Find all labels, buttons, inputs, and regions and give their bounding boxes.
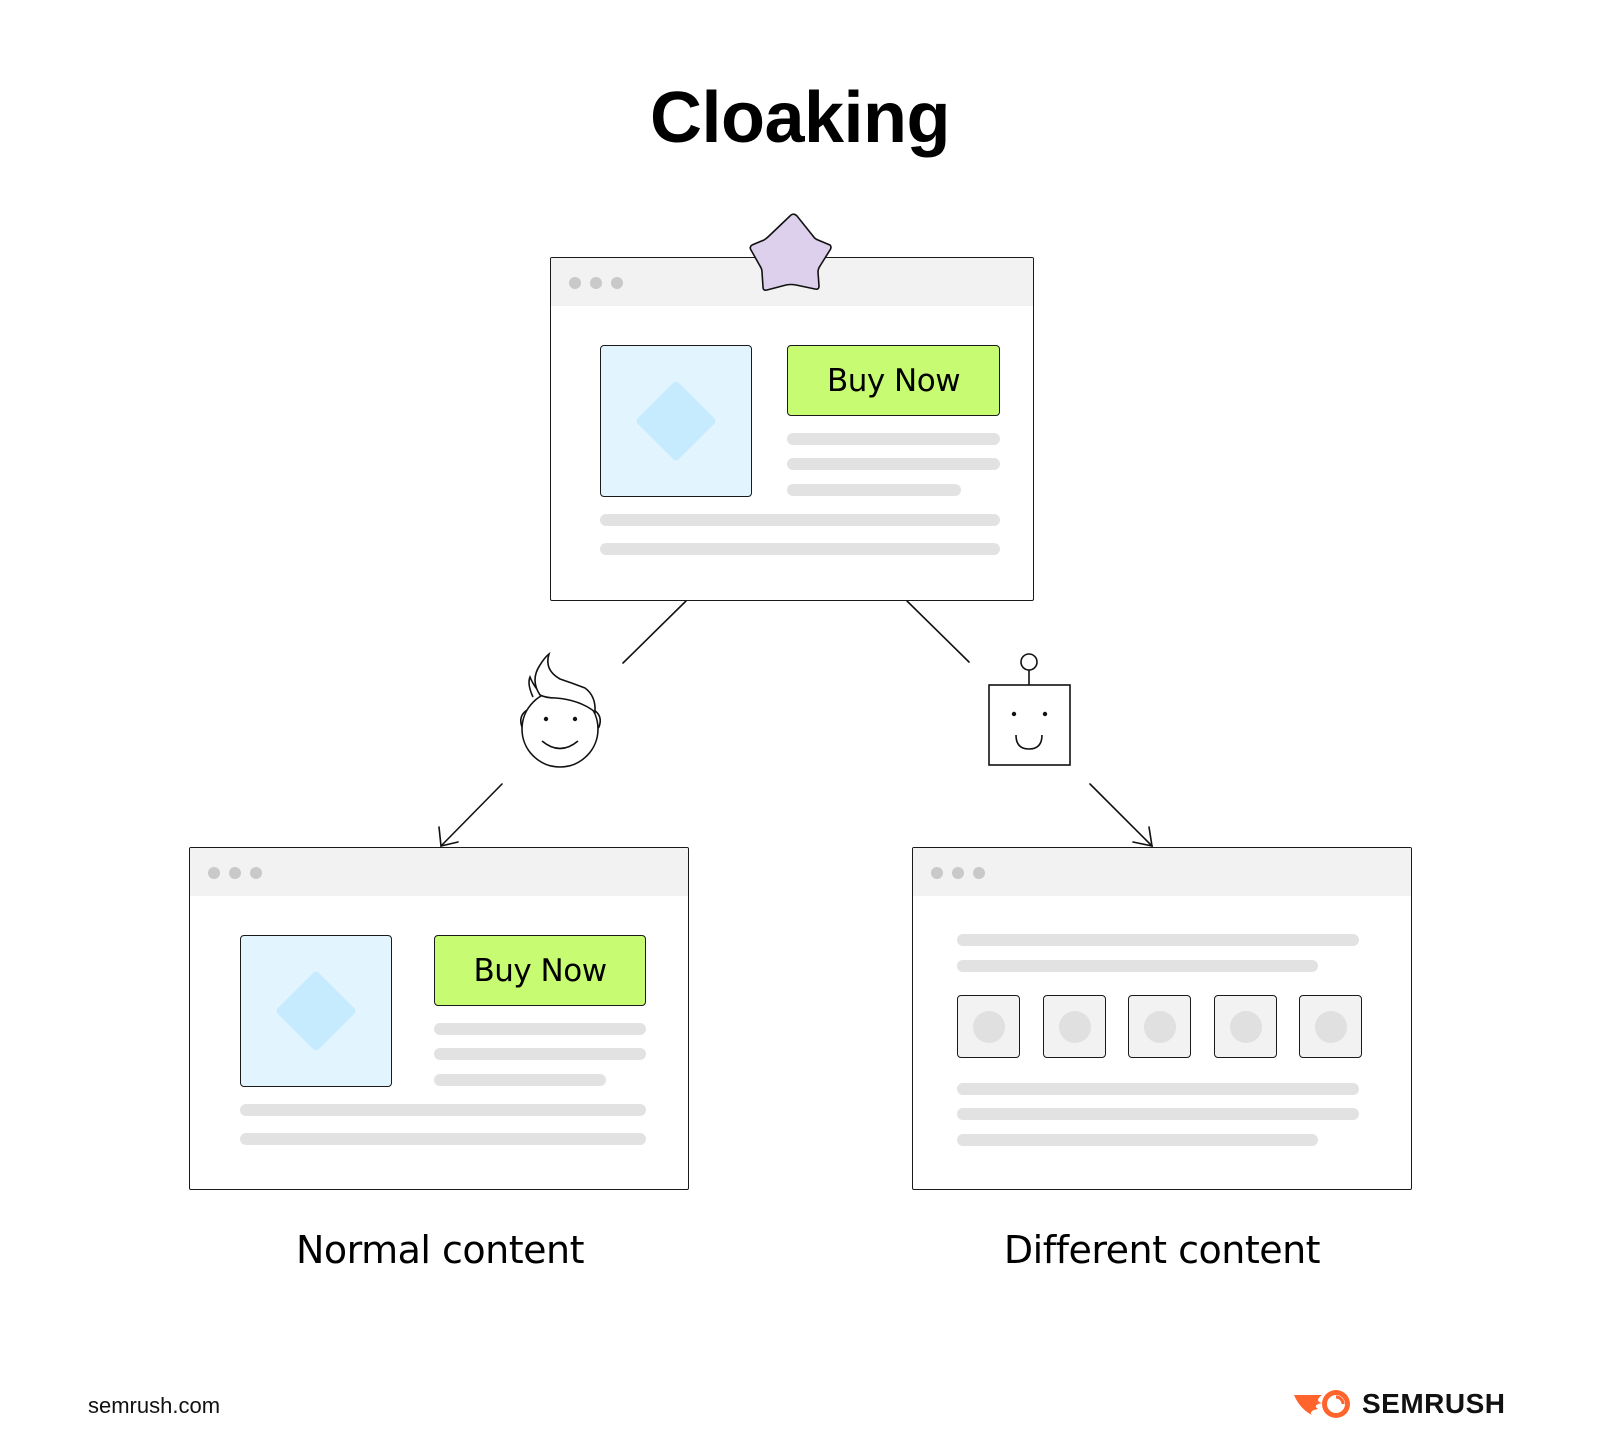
buy-now-button[interactable]: Buy Now <box>434 935 646 1006</box>
thumbnail-tile <box>957 995 1020 1058</box>
circle-placeholder-icon <box>1058 1010 1091 1043</box>
window-dot-icon <box>590 277 602 289</box>
connector-line-top-right <box>906 600 970 663</box>
window-dot-icon <box>611 277 623 289</box>
product-image-placeholder <box>600 345 752 497</box>
diagram-title: Cloaking <box>649 78 951 158</box>
text-line-placeholder <box>957 1108 1359 1120</box>
arrow-head-right <box>1132 826 1153 848</box>
browser-window-normal-content: Buy Now <box>189 847 689 1190</box>
thumbnail-tile <box>1299 995 1362 1058</box>
text-line-placeholder <box>434 1048 646 1060</box>
buy-now-button[interactable]: Buy Now <box>787 345 1000 416</box>
human-face-icon <box>520 651 601 768</box>
thumbnail-tile <box>1043 995 1106 1058</box>
window-dot-icon <box>250 867 262 879</box>
arrow-line-to-different <box>1089 783 1153 847</box>
robot-icon <box>988 653 1071 766</box>
text-line-placeholder <box>787 484 961 496</box>
thumbnail-tile <box>1128 995 1191 1058</box>
circle-placeholder-icon <box>972 1010 1005 1043</box>
text-line-placeholder <box>957 1134 1318 1146</box>
diamond-icon <box>274 969 358 1053</box>
window-dot-icon <box>952 867 964 879</box>
browser-title-bar <box>190 848 688 896</box>
text-line-placeholder <box>600 514 1000 526</box>
footer-url: semrush.com <box>88 1393 221 1418</box>
text-line-placeholder <box>434 1023 646 1035</box>
thumbnail-tile <box>1214 995 1277 1058</box>
browser-window-original: Buy Now <box>550 257 1034 601</box>
arrow-line-to-normal <box>440 783 503 847</box>
text-line-placeholder <box>957 934 1359 946</box>
semrush-fireball-icon <box>1294 1390 1350 1418</box>
text-line-placeholder <box>957 1083 1359 1095</box>
arrow-head-left <box>438 826 459 847</box>
brand-wordmark: SEMRUSH <box>1362 1388 1506 1419</box>
brand-logo: SEMRUSH <box>1292 1388 1506 1419</box>
text-line-placeholder <box>240 1104 646 1116</box>
browser-title-bar <box>551 258 1033 306</box>
window-dot-icon <box>229 867 241 879</box>
browser-title-bar <box>913 848 1411 896</box>
text-line-placeholder <box>787 433 1000 445</box>
window-dot-icon <box>208 867 220 879</box>
circle-placeholder-icon <box>1143 1010 1176 1043</box>
window-dot-icon <box>569 277 581 289</box>
text-line-placeholder <box>240 1133 646 1145</box>
caption-normal-content: Normal content <box>295 1228 585 1272</box>
circle-placeholder-icon <box>1314 1010 1347 1043</box>
text-line-placeholder <box>787 458 1000 470</box>
browser-window-different-content <box>912 847 1412 1190</box>
caption-different-content: Different content <box>1003 1228 1321 1272</box>
window-dot-icon <box>973 867 985 879</box>
product-image-placeholder <box>240 935 392 1087</box>
window-dot-icon <box>931 867 943 879</box>
diamond-icon <box>634 379 718 463</box>
circle-placeholder-icon <box>1229 1010 1262 1043</box>
text-line-placeholder <box>434 1074 606 1086</box>
text-line-placeholder <box>600 543 1000 555</box>
connector-line-top-left <box>622 600 687 664</box>
text-line-placeholder <box>957 960 1318 972</box>
